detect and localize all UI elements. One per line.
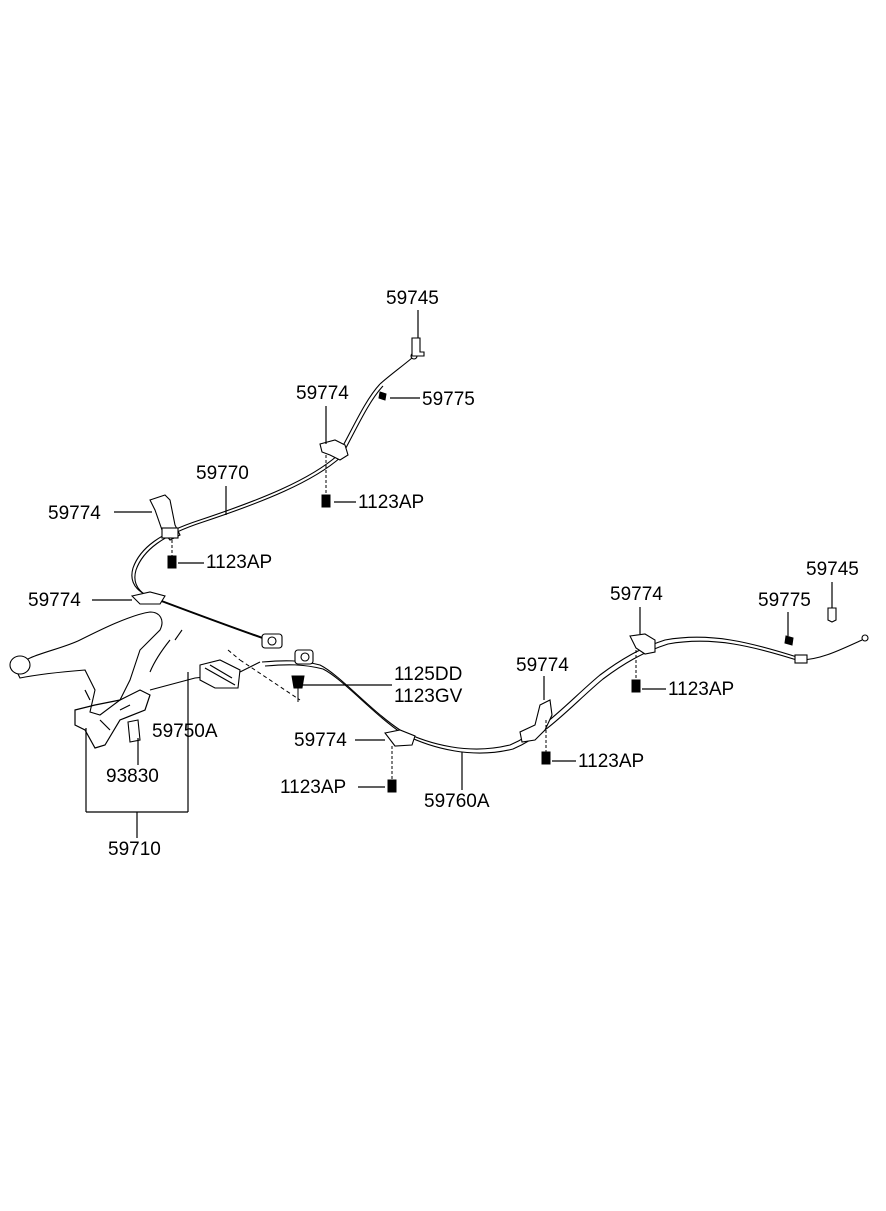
- label-59774-center: 59774: [516, 655, 569, 676]
- bolt-1123AP-top: [321, 455, 331, 508]
- label-59774-left: 59774: [48, 503, 101, 524]
- label-1123AP-b: 1123AP: [206, 552, 273, 573]
- clip-59745-top: [411, 337, 425, 357]
- label-59774-low: 59774: [294, 730, 347, 751]
- bracket-59774-center: [519, 699, 553, 743]
- label-1123AP-right: 1123AP: [668, 679, 735, 700]
- leader-lines: [85, 310, 833, 838]
- bracket-59774-top: [319, 439, 349, 461]
- label-59774-top: 59774: [296, 383, 349, 404]
- label-59760A: 59760A: [424, 791, 490, 812]
- label-59774-mid: 59774: [28, 590, 81, 611]
- label-59770: 59770: [196, 463, 249, 484]
- bolt-1125DD: [291, 675, 305, 702]
- label-1123GV: 1123GV: [394, 686, 463, 707]
- bolt-1123AP-low: [387, 746, 397, 793]
- label-1123AP-c: 1123AP: [578, 751, 645, 772]
- label-59774-right: 59774: [610, 584, 663, 605]
- bracket-59774-mid: [130, 591, 166, 605]
- bracket-59774-low: [384, 729, 416, 747]
- label-59710: 59710: [108, 839, 161, 860]
- label-59745-right: 59745: [806, 559, 859, 580]
- label-59745-top: 59745: [386, 288, 439, 309]
- bracket-59774-right: [629, 633, 656, 655]
- label-59775-right: 59775: [758, 590, 811, 611]
- lever-assembly-59710: [9, 611, 216, 749]
- switch-93830: [127, 719, 141, 743]
- bolt-1123AP-center: [541, 720, 551, 765]
- label-1125DD: 1125DD: [394, 664, 463, 685]
- bolt-1123AP-left: [167, 540, 177, 569]
- label-1123AP-d: 1123AP: [280, 777, 347, 798]
- equalizer-59750A: [199, 649, 301, 701]
- cable-59760A: [261, 636, 801, 750]
- grommet-59775-top: [378, 391, 387, 401]
- label-59775-top: 59775: [422, 389, 475, 410]
- grommet-59775-right: [784, 635, 794, 646]
- clip-59745-right: [827, 607, 837, 623]
- label-59750A: 59750A: [152, 721, 218, 742]
- bolt-1123AP-right: [631, 650, 641, 693]
- label-93830: 93830: [106, 766, 159, 787]
- label-1123AP-a: 1123AP: [358, 492, 425, 513]
